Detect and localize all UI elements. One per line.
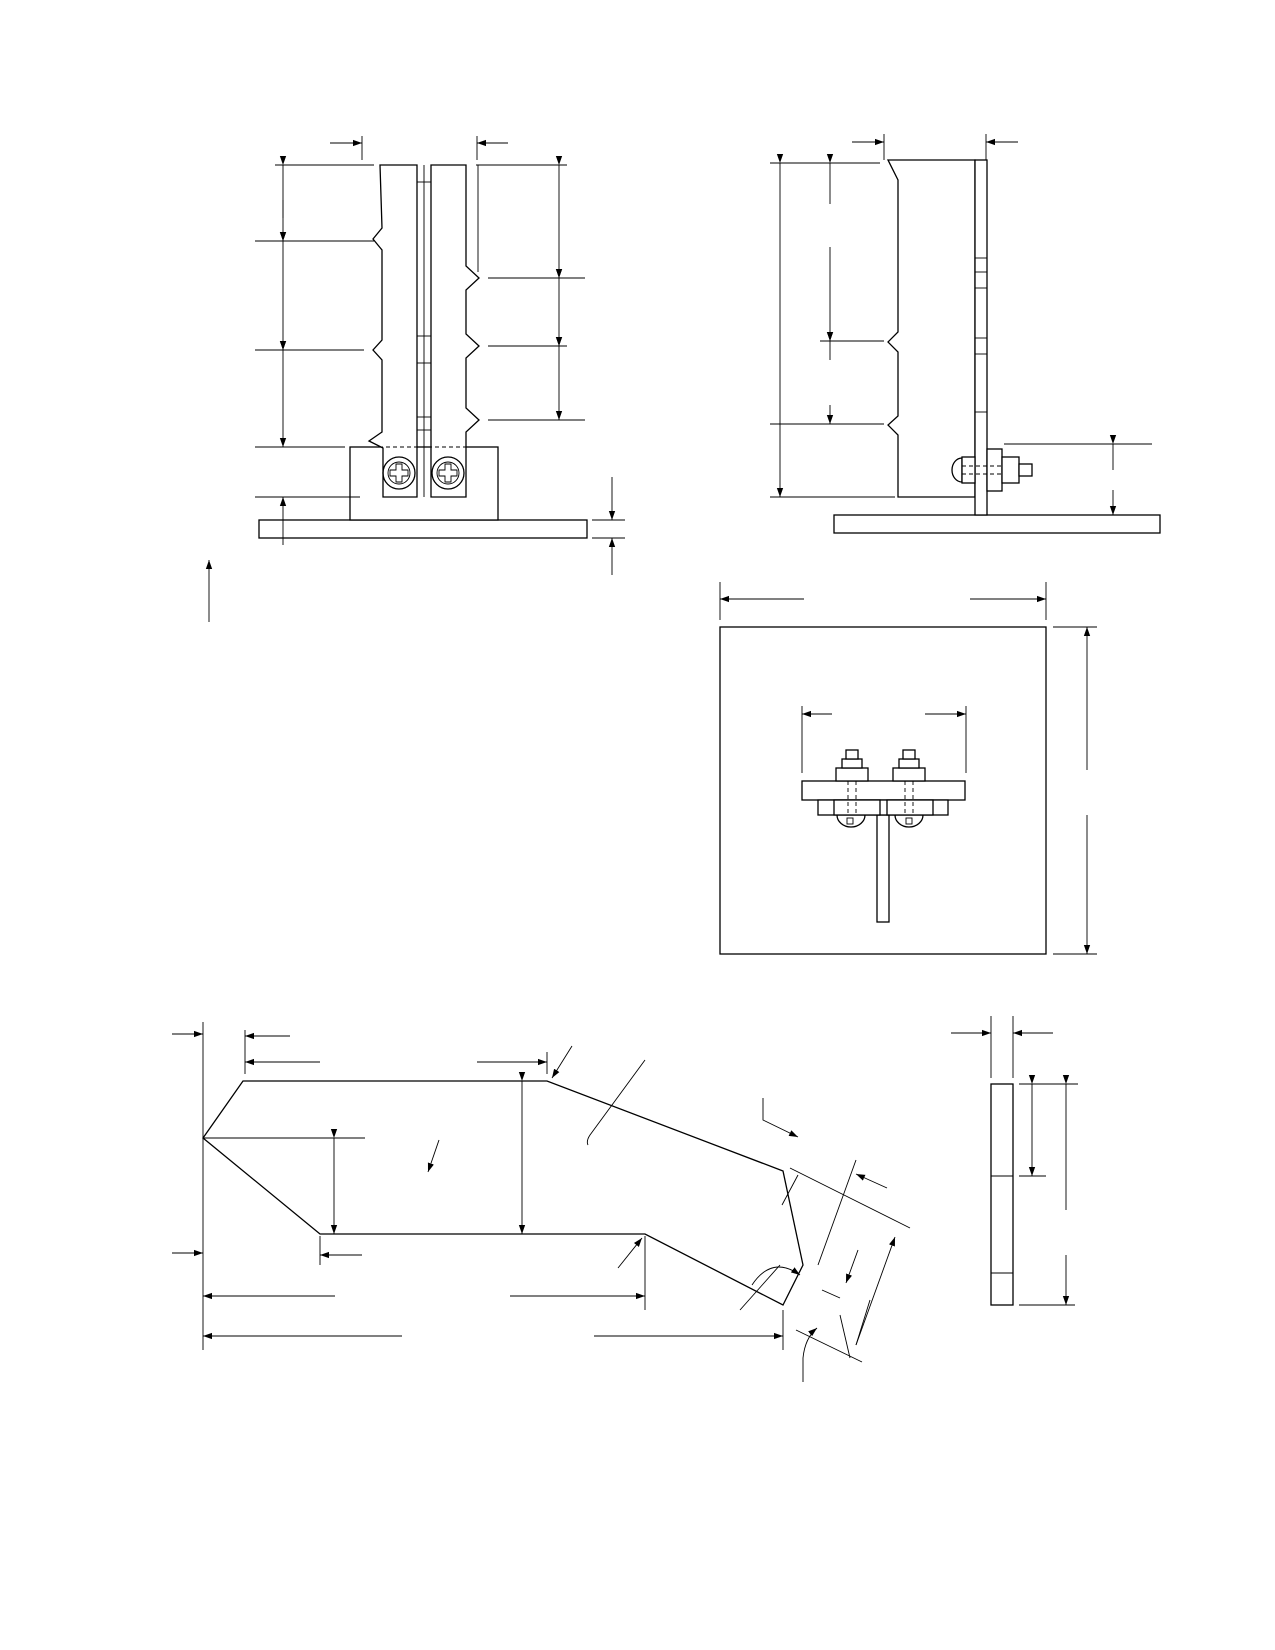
screw-head-icon bbox=[431, 456, 465, 490]
top-clamp-width-dimension bbox=[801, 706, 967, 773]
base-thickness-dimension bbox=[592, 477, 625, 575]
side-jaw-body bbox=[886, 159, 976, 498]
side-width-dimension bbox=[852, 134, 1018, 160]
side-bolt-height-dimension bbox=[1004, 435, 1152, 515]
side-base-plate bbox=[833, 514, 1161, 534]
front-width-dimension bbox=[330, 136, 508, 160]
top-width-dimension bbox=[719, 582, 1047, 620]
side-view bbox=[770, 134, 1161, 534]
blade-outline bbox=[202, 1080, 804, 1306]
front-right-jaw bbox=[430, 164, 480, 498]
side-height-dimensions bbox=[770, 154, 895, 498]
top-blade-stem bbox=[876, 814, 890, 923]
front-right-dimensions bbox=[476, 156, 585, 421]
blade-leaders bbox=[427, 1045, 888, 1382]
blade-tip-dimensions bbox=[739, 1159, 911, 1363]
blade-edge-profile bbox=[990, 1083, 1014, 1306]
top-view bbox=[719, 582, 1097, 955]
side-back-plate bbox=[974, 159, 988, 516]
top-clamp-assembly bbox=[801, 749, 966, 923]
side-bolt-icon bbox=[951, 448, 1033, 492]
front-base-plate bbox=[258, 519, 588, 539]
edge-thickness-dimension bbox=[951, 1016, 1053, 1078]
blade-horizontal-dimensions bbox=[172, 1030, 783, 1340]
blade-detail bbox=[172, 1022, 911, 1382]
front-left-jaw bbox=[367, 164, 418, 498]
blade-vertical-dimensions bbox=[330, 1072, 526, 1234]
front-view bbox=[205, 136, 625, 622]
top-depth-dimension bbox=[1053, 626, 1097, 955]
blade-edge-view bbox=[951, 1016, 1078, 1306]
edge-length-dimensions bbox=[1019, 1075, 1078, 1306]
screw-head-icon bbox=[382, 456, 416, 490]
front-left-dimensions bbox=[255, 156, 374, 545]
top-clamp-bar bbox=[801, 780, 966, 801]
